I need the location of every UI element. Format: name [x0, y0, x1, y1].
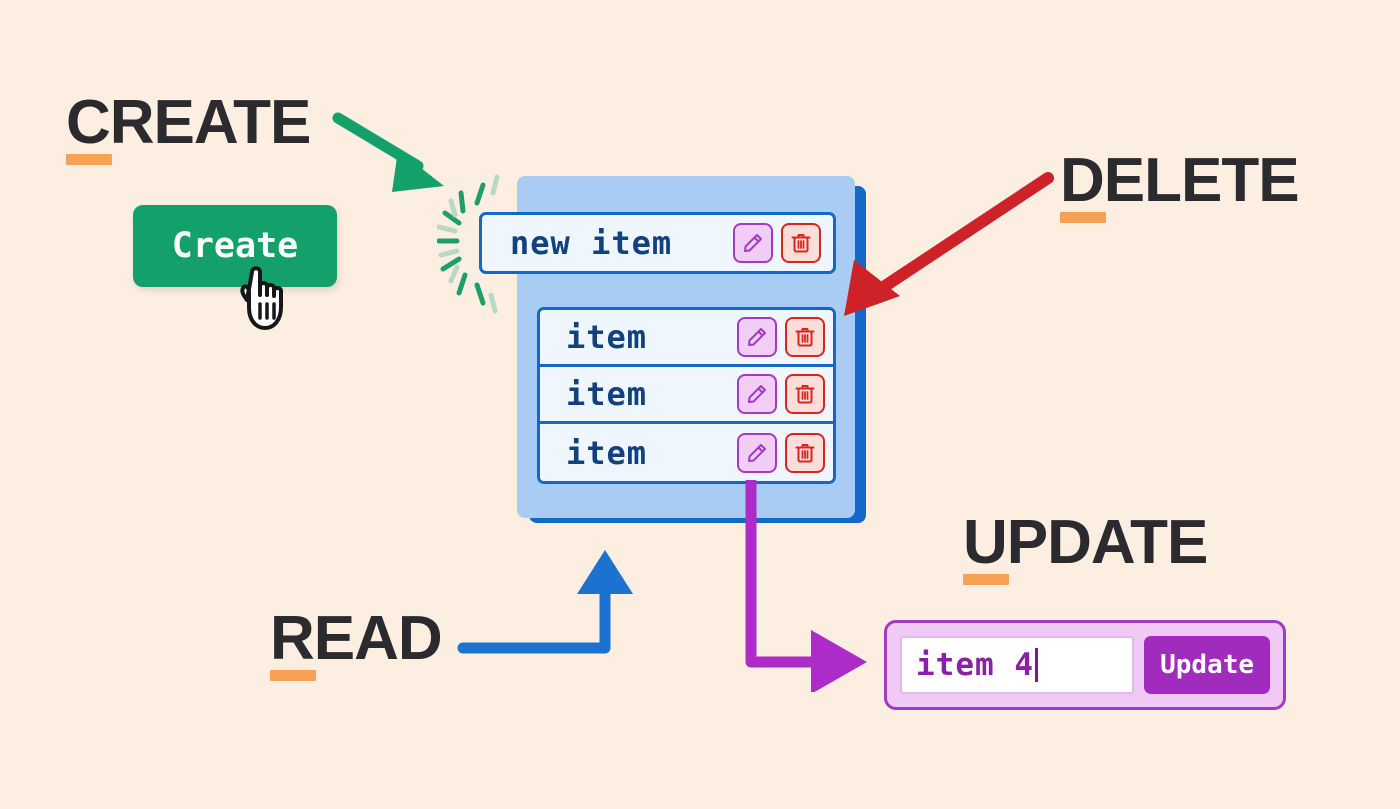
pencil-icon — [744, 234, 762, 252]
list-row-label: item — [566, 375, 648, 413]
read-label-text: READ — [270, 604, 443, 673]
update-form: item 4 Update — [884, 620, 1286, 710]
read-label: READ — [270, 608, 443, 681]
delete-button[interactable] — [781, 223, 821, 263]
delete-button[interactable] — [785, 374, 825, 414]
trash-icon — [795, 385, 815, 404]
text-caret — [1034, 648, 1038, 682]
delete-label: DELETE — [1060, 150, 1300, 223]
pencil-icon — [748, 385, 766, 403]
create-label-text: CREATE — [66, 88, 311, 157]
row-actions — [733, 223, 821, 263]
edit-button[interactable] — [733, 223, 773, 263]
list-rows-group: item — [537, 307, 836, 484]
read-label-underline — [270, 670, 316, 681]
update-label-text: UPDATE — [963, 508, 1208, 577]
list-row-label: item — [566, 318, 648, 356]
list-row-new-item[interactable]: new item — [479, 212, 836, 274]
update-label-underline — [963, 574, 1009, 585]
edit-button[interactable] — [737, 432, 777, 473]
edit-button[interactable] — [737, 317, 777, 357]
update-input[interactable]: item 4 — [900, 636, 1135, 694]
delete-label-underline — [1060, 212, 1106, 223]
trash-icon — [795, 443, 815, 462]
create-button[interactable]: Create — [133, 205, 337, 287]
list-row[interactable]: item — [540, 367, 833, 424]
edit-button[interactable] — [737, 374, 777, 414]
row-actions — [737, 432, 825, 473]
row-actions — [737, 317, 825, 357]
update-button[interactable]: Update — [1144, 636, 1270, 694]
trash-icon — [791, 234, 811, 253]
update-label: UPDATE — [963, 512, 1208, 585]
blue-arrow-up-icon — [457, 550, 633, 654]
list-row-label: item — [566, 433, 648, 472]
row-actions — [737, 374, 825, 414]
list-row[interactable]: item — [540, 424, 833, 481]
update-input-value: item 4 — [916, 647, 1034, 683]
list-row[interactable]: item — [540, 310, 833, 367]
create-button-label: Create — [171, 226, 299, 266]
delete-label-text: DELETE — [1060, 146, 1300, 215]
trash-icon — [795, 328, 815, 347]
delete-button[interactable] — [785, 317, 825, 357]
pencil-icon — [748, 328, 766, 346]
delete-button[interactable] — [785, 432, 825, 473]
create-label-underline — [66, 154, 112, 165]
green-arrow-down-right-icon — [332, 112, 444, 192]
create-label: CREATE — [66, 92, 311, 165]
pencil-icon — [748, 443, 766, 462]
update-button-label: Update — [1160, 650, 1254, 680]
list-row-label: new item — [510, 224, 673, 262]
